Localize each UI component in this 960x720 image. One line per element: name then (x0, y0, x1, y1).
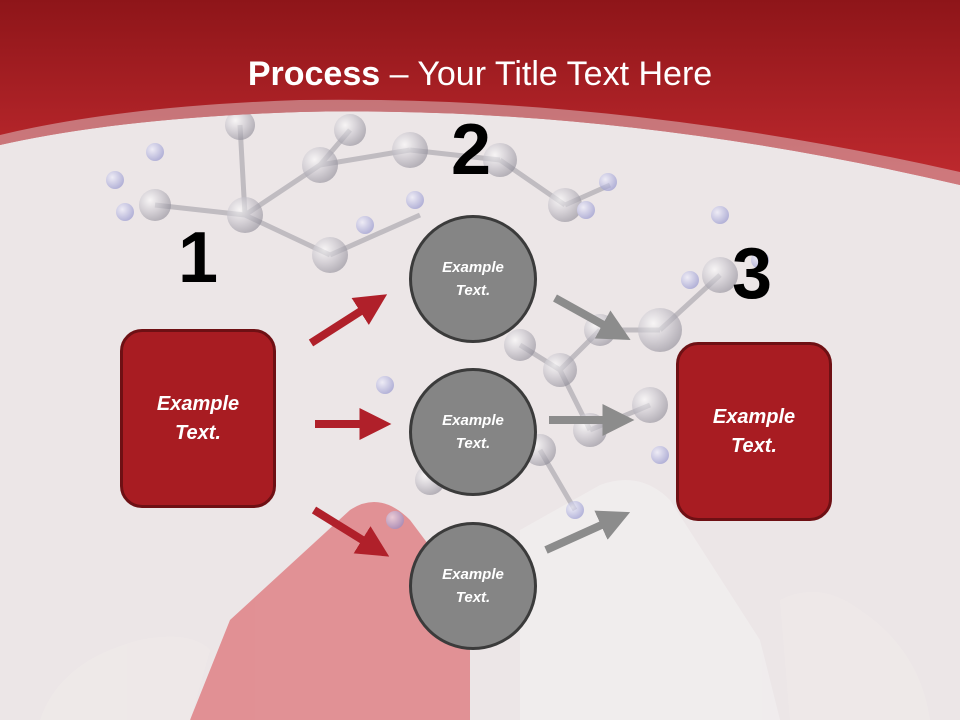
title-rest: – Your Title Text Here (380, 55, 713, 93)
step-box-3-label: Example Text. (712, 405, 796, 457)
page-title: Process – Your Title Text Here (0, 52, 960, 96)
circle-middle-label: Example Text. (442, 412, 504, 452)
capsule-illustration (40, 480, 930, 720)
step-circle-top: Example Text. (409, 215, 537, 343)
arrow-gray-down (553, 294, 631, 340)
step-box-1-label: Example Text. (156, 392, 240, 444)
title-bold: Process (247, 55, 381, 93)
step-circle-middle: Example Text. (409, 368, 537, 496)
circle-top-label: Example Text. (442, 259, 504, 299)
step-box-3: Example Text. (676, 342, 832, 521)
arrow-gray-up (544, 510, 631, 554)
circle-bottom-label: Example Text. (442, 566, 504, 606)
arrow-red-down (311, 506, 390, 557)
step-circle-bottom: Example Text. (409, 522, 537, 650)
step-number-3: 3 (731, 234, 773, 314)
step-number-2: 2 (450, 110, 492, 190)
step-box-1: Example Text. (120, 329, 276, 508)
arrow-red-up (308, 294, 388, 347)
step-number-1: 1 (177, 218, 219, 298)
